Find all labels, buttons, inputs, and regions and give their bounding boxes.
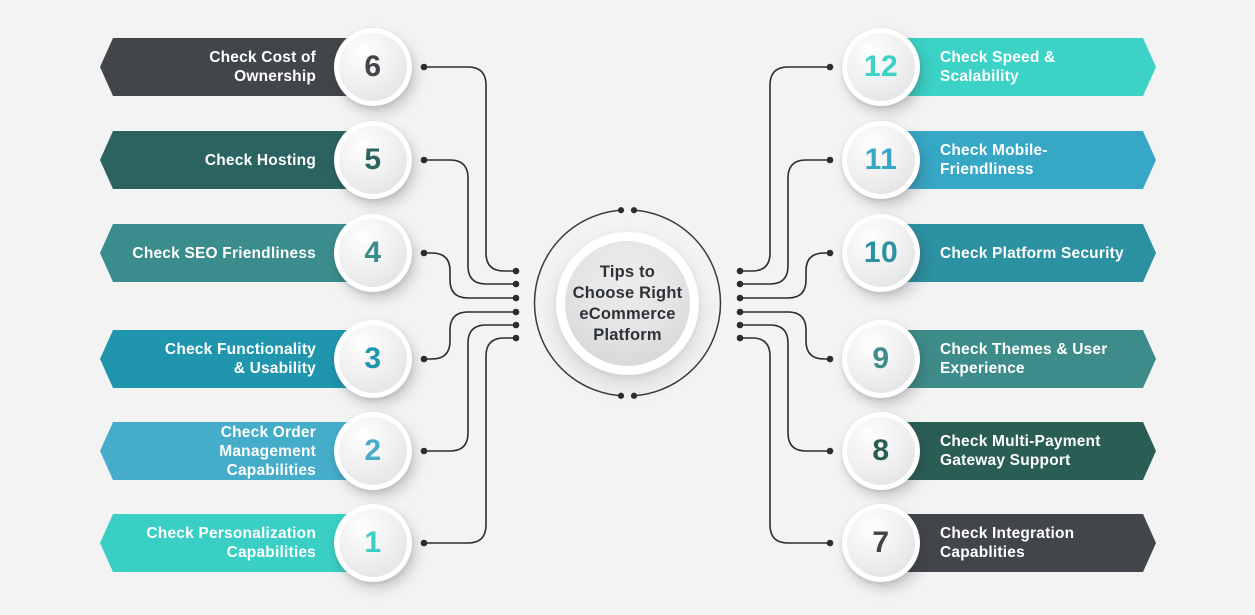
connector-dot bbox=[512, 308, 520, 316]
connector-dot bbox=[512, 280, 520, 288]
connector-dot bbox=[826, 539, 834, 547]
connector-dot bbox=[617, 207, 625, 214]
connector-dot bbox=[736, 280, 744, 288]
connector-dot bbox=[736, 334, 744, 342]
left-tip-banner-1: Check Personalization Capabilities bbox=[100, 514, 396, 572]
left-number-circle-2: 2 bbox=[334, 412, 412, 490]
connector-line bbox=[424, 159, 516, 285]
tip-number: 12 bbox=[863, 50, 899, 83]
right-number-circle-11: 11 bbox=[842, 121, 920, 199]
connector-dot bbox=[826, 63, 834, 71]
connector-line bbox=[424, 324, 516, 452]
connector-dot bbox=[512, 334, 520, 342]
connector-line bbox=[740, 252, 830, 299]
tip-label: Check SEO Friendliness bbox=[132, 244, 316, 262]
tip-number: 4 bbox=[364, 236, 382, 269]
connector-line bbox=[424, 66, 516, 272]
left-number-circle-4: 4 bbox=[334, 214, 412, 292]
connector-dot bbox=[630, 392, 638, 399]
left-number-circle-5: 5 bbox=[334, 121, 412, 199]
tip-number: 1 bbox=[364, 526, 382, 559]
tip-label: Check Speed & Scalability bbox=[940, 49, 1056, 85]
connector-dot bbox=[826, 447, 834, 455]
center-title: Tips to Choose Right eCommerce Platform bbox=[572, 262, 683, 344]
connector-dot bbox=[420, 539, 428, 547]
connector-line bbox=[740, 159, 830, 285]
tip-label: Check Personalization Capabilities bbox=[146, 525, 316, 561]
tip-number: 3 bbox=[364, 342, 382, 375]
connector-dot bbox=[512, 321, 520, 329]
connector-dot bbox=[826, 249, 834, 257]
right-number-circle-8: 8 bbox=[842, 412, 920, 490]
right-number-circle-7: 7 bbox=[842, 504, 920, 582]
connector-dot bbox=[512, 294, 520, 302]
connector-line bbox=[424, 337, 516, 544]
connector-line bbox=[424, 311, 516, 360]
connector-dot bbox=[420, 156, 428, 164]
left-number-circle-1: 1 bbox=[334, 504, 412, 582]
connector-dot bbox=[736, 321, 744, 329]
tip-label: Check Functionality & Usability bbox=[164, 341, 316, 377]
tip-number: 10 bbox=[863, 236, 899, 269]
left-number-circle-3: 3 bbox=[334, 320, 412, 398]
tip-label: Check Order Management Capabilities bbox=[219, 423, 316, 479]
tip-label: Check Hosting bbox=[204, 151, 316, 169]
connector-dot bbox=[420, 447, 428, 455]
connector-line bbox=[424, 252, 516, 299]
tip-label: Check Integration Capablities bbox=[940, 525, 1075, 561]
tip-number: 7 bbox=[872, 526, 890, 559]
connector-dot bbox=[420, 249, 428, 257]
connector-dot bbox=[420, 355, 428, 363]
tip-number: 6 bbox=[364, 50, 382, 83]
connector-dot bbox=[736, 308, 744, 316]
right-number-circle-12: 12 bbox=[842, 28, 920, 106]
connector-dot bbox=[736, 294, 744, 302]
tip-number: 11 bbox=[864, 143, 898, 176]
connector-dot bbox=[512, 267, 520, 275]
right-tip-banner-9: Check Themes & User Experience bbox=[860, 330, 1156, 388]
tip-label: Check Themes & User Experience bbox=[940, 341, 1108, 377]
connector-dot bbox=[630, 207, 638, 214]
ring-gap bbox=[623, 388, 632, 404]
tip-number: 9 bbox=[872, 342, 890, 375]
connector-line bbox=[740, 337, 830, 544]
ring-gap bbox=[623, 202, 632, 218]
right-number-circle-9: 9 bbox=[842, 320, 920, 398]
connector-dot bbox=[826, 355, 834, 363]
connector-dot bbox=[736, 267, 744, 275]
connector-line bbox=[740, 66, 830, 272]
left-number-circle-6: 6 bbox=[334, 28, 412, 106]
connector-line bbox=[740, 324, 830, 452]
connector-dot bbox=[826, 156, 834, 164]
connector-dot bbox=[420, 63, 428, 71]
tip-label: Check Mobile-Friendliness bbox=[940, 142, 1048, 178]
tip-label: Check Cost of Ownership bbox=[209, 49, 316, 85]
connector-dot bbox=[617, 392, 625, 399]
tip-label: Check Multi-Payment Gateway Support bbox=[940, 433, 1101, 469]
tip-number: 8 bbox=[872, 434, 890, 467]
right-number-circle-10: 10 bbox=[842, 214, 920, 292]
tip-number: 5 bbox=[364, 143, 382, 176]
tip-number: 2 bbox=[364, 434, 382, 467]
tip-label: Check Platform Security bbox=[940, 244, 1124, 262]
connector-line bbox=[740, 311, 830, 360]
center-circle: Tips to Choose Right eCommerce Platform bbox=[565, 241, 690, 366]
